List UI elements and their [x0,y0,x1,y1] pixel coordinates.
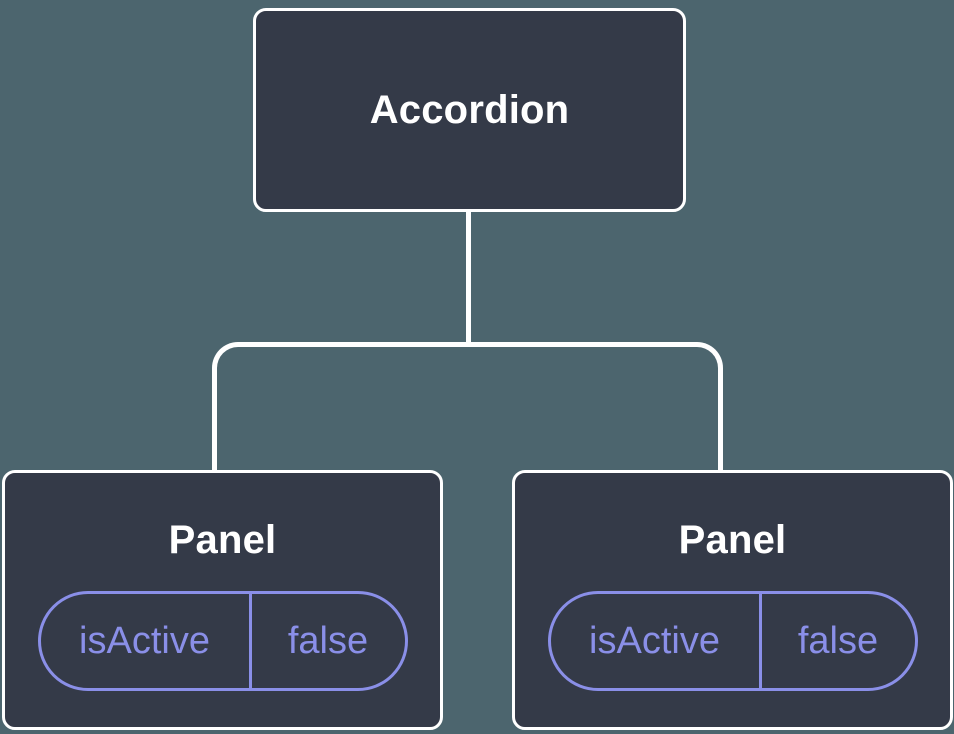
state-name-right: isActive [551,594,762,688]
state-name-left: isActive [41,594,252,688]
state-value-right: false [797,619,879,662]
connector-stem [466,211,471,344]
state-pill-right: isActive false [547,591,918,691]
panel-node-right-label: Panel [678,518,787,562]
panel-node-right: Panel isActive false [512,470,953,730]
state-pill-left: isActive false [37,591,408,691]
accordion-node-label: Accordion [369,87,570,132]
panel-node-left: Panel isActive false [2,470,443,730]
connector-bracket [212,342,723,470]
state-value-left: false [287,619,369,662]
panel-node-left-label: Panel [168,518,277,562]
accordion-node: Accordion [253,8,686,212]
